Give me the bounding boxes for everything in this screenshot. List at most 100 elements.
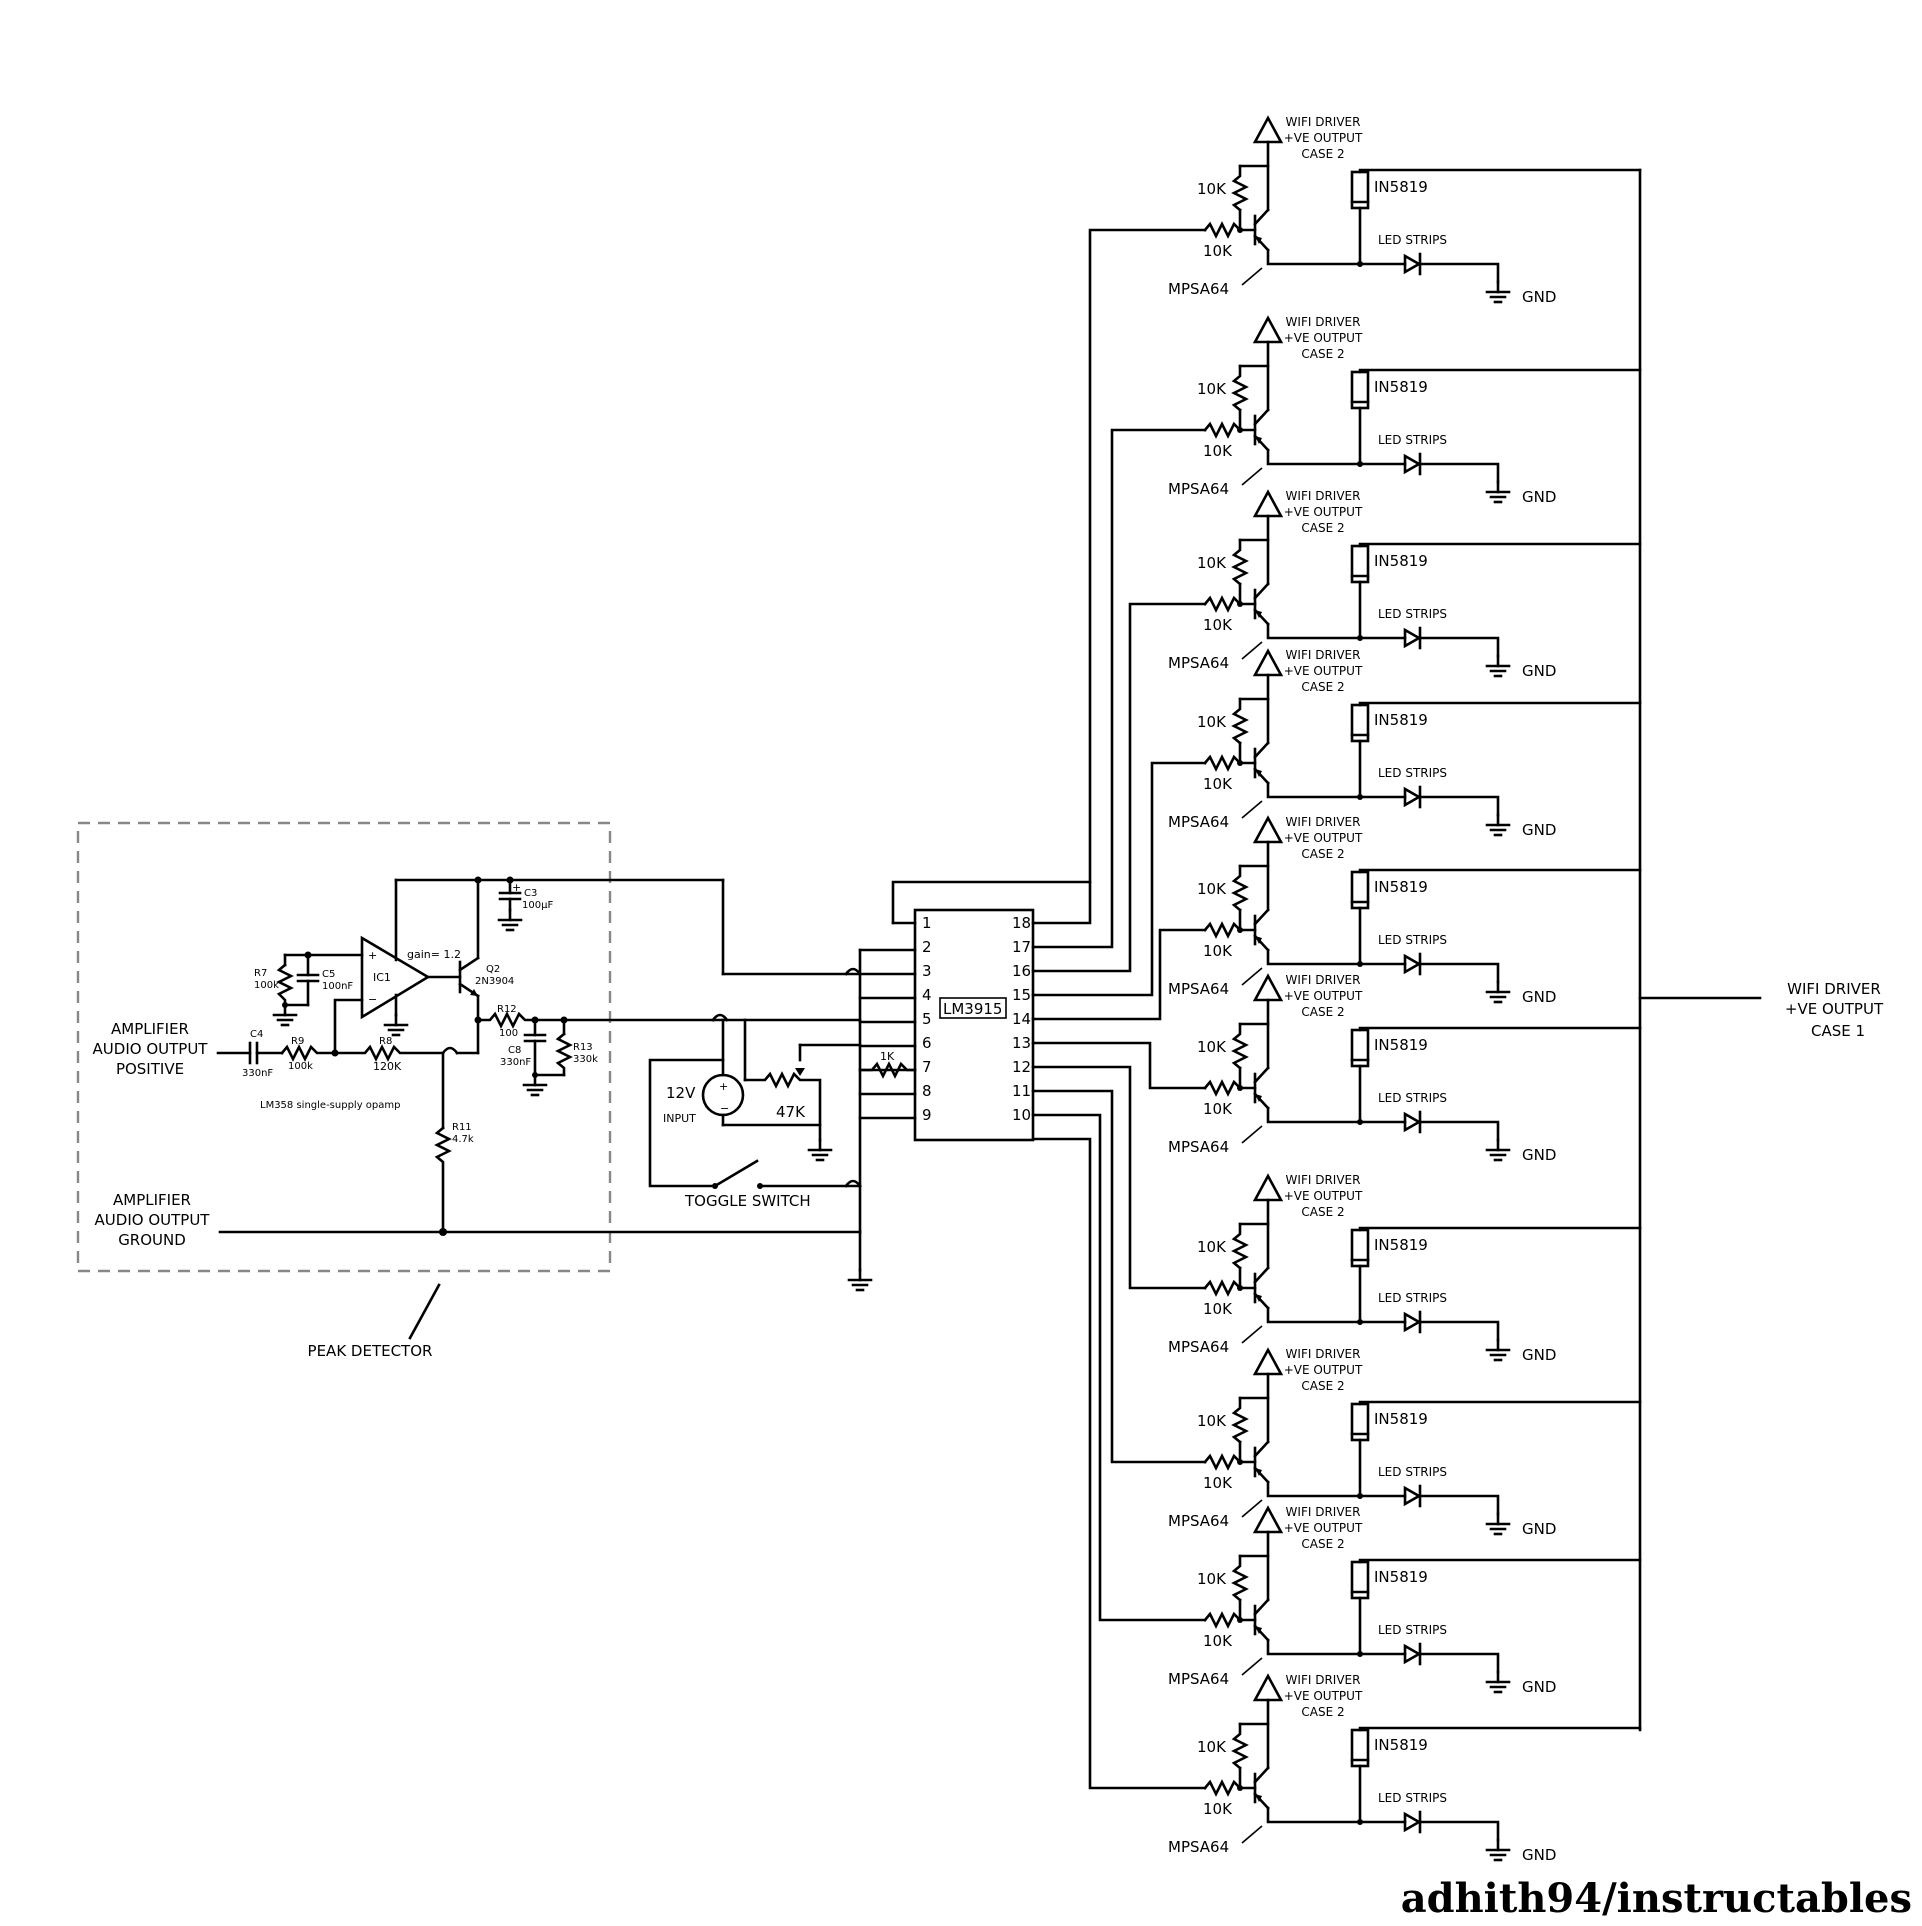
supply-label-line-2: INPUT [663, 1112, 696, 1125]
driver-label-line-1: WIFI DRIVER [1286, 1347, 1361, 1361]
channel-feed-wire [1031, 602, 1207, 973]
top-resistor [1231, 1554, 1249, 1602]
top-resistor-label: 10K [1197, 380, 1227, 398]
driver-label-line-3: CASE 2 [1301, 1705, 1344, 1719]
r11-value: 4.7k [452, 1134, 474, 1145]
base-resistor [1203, 754, 1257, 772]
transistor-label: MPSA64 [1168, 1838, 1229, 1856]
c8-label: C8 [508, 1045, 521, 1056]
top-resistor [1231, 1022, 1249, 1070]
base-resistor-label: 10K [1203, 1800, 1233, 1818]
led-strips-label: LED STRIPS [1378, 1291, 1447, 1305]
driver-label-line-3: CASE 2 [1301, 1005, 1344, 1019]
pin-8: 8 [922, 1082, 932, 1100]
diode-label: IN5819 [1374, 1410, 1428, 1428]
pot-label: 47K [776, 1103, 806, 1121]
r7-resistor [276, 963, 294, 1007]
pin-17: 17 [1012, 938, 1031, 956]
transistor-label: MPSA64 [1168, 1338, 1229, 1356]
pin-14: 14 [1012, 1010, 1031, 1028]
pin-13: 13 [1012, 1034, 1031, 1052]
gnd-label: GND [1522, 662, 1556, 680]
driver-label-line-1: WIFI DRIVER [1286, 1505, 1361, 1519]
pin-1: 1 [922, 914, 932, 932]
top-resistor [1231, 1222, 1249, 1270]
channel-feed-wire [1031, 928, 1207, 1021]
base-resistor-label: 10K [1203, 1632, 1233, 1650]
led-strips-label: LED STRIPS [1378, 1091, 1447, 1105]
driver-label-line-1: WIFI DRIVER [1286, 1173, 1361, 1187]
top-resistor [1231, 1396, 1249, 1444]
input-ground-line-2: AUDIO OUTPUT [95, 1211, 211, 1229]
transistor-label: MPSA64 [1168, 1138, 1229, 1156]
peak-detector-border [76, 821, 612, 1273]
pin-18: 18 [1012, 914, 1031, 932]
led-strip-diode [1403, 453, 1422, 475]
wifi-driver-case2-terminal [1252, 815, 1284, 844]
ground-symbol [1485, 480, 1511, 504]
base-resistor-label: 10K [1203, 616, 1233, 634]
top-resistor-label: 10K [1197, 1412, 1227, 1430]
top-resistor [1231, 697, 1249, 745]
case1-label-line-3: CASE 1 [1811, 1022, 1865, 1040]
lm3915-chip [913, 908, 1035, 1142]
wifi-driver-case2-terminal [1252, 973, 1284, 1002]
ground-symbol [1485, 1138, 1511, 1162]
potentiometer-47k [743, 1071, 822, 1127]
case1-label-line-1: WIFI DRIVER [1787, 980, 1881, 998]
gnd-label: GND [1522, 1346, 1556, 1364]
gnd-label: GND [1522, 1146, 1556, 1164]
driver-label-line-2: +VE OUTPUT [1284, 831, 1363, 845]
opamp-note: LM358 single-supply opamp [260, 1100, 400, 1111]
driver-label-line-2: +VE OUTPUT [1284, 664, 1363, 678]
wifi-driver-case2-terminal [1252, 489, 1284, 518]
r9-label: R9 [291, 1036, 304, 1047]
transistor-label: MPSA64 [1168, 1670, 1229, 1688]
base-resistor-label: 10K [1203, 942, 1233, 960]
svg-text:+: + [368, 949, 377, 962]
r13-value: 330k [573, 1054, 598, 1065]
channel-feed-wire [1031, 761, 1207, 997]
pin-16: 16 [1012, 962, 1031, 980]
transistor-label: MPSA64 [1168, 813, 1229, 831]
c5-value: 100nF [322, 981, 353, 992]
led-strips-label: LED STRIPS [1378, 1623, 1447, 1637]
ground-symbol [1485, 813, 1511, 837]
driver-label-line-3: CASE 2 [1301, 680, 1344, 694]
channel-feed-wire [1031, 1113, 1207, 1622]
base-resistor [1203, 1453, 1257, 1471]
top-resistor-label: 10K [1197, 1038, 1227, 1056]
led-strips-label: LED STRIPS [1378, 233, 1447, 247]
transistor-label: MPSA64 [1168, 1512, 1229, 1530]
r8-resistor [333, 1044, 445, 1062]
led-strip-diode [1403, 1811, 1422, 1833]
diode-label: IN5819 [1374, 1236, 1428, 1254]
top-resistor-label: 10K [1197, 713, 1227, 731]
c3-label: C3 [524, 888, 537, 899]
gnd-label: GND [1522, 1678, 1556, 1696]
pin-2: 2 [922, 938, 932, 956]
base-resistor [1203, 921, 1257, 939]
c5-label: C5 [322, 969, 335, 980]
base-resistor [1203, 221, 1257, 239]
resistor-1k [858, 1061, 917, 1079]
base-resistor-label: 10K [1203, 1474, 1233, 1492]
driver-label-line-2: +VE OUTPUT [1284, 1363, 1363, 1377]
diode-label: IN5819 [1374, 1036, 1428, 1054]
driver-label-line-3: CASE 2 [1301, 347, 1344, 361]
q2-label: Q2 [486, 964, 500, 975]
pin-10: 10 [1012, 1106, 1031, 1124]
transistor-label: MPSA64 [1168, 654, 1229, 672]
case1-label-line-2: +VE OUTPUT [1785, 1000, 1884, 1018]
driver-label-line-3: CASE 2 [1301, 521, 1344, 535]
led-strip-diode [1403, 1643, 1422, 1665]
c4-value: 330nF [242, 1068, 273, 1079]
toggle-switch-label: TOGGLE SWITCH [684, 1192, 811, 1210]
